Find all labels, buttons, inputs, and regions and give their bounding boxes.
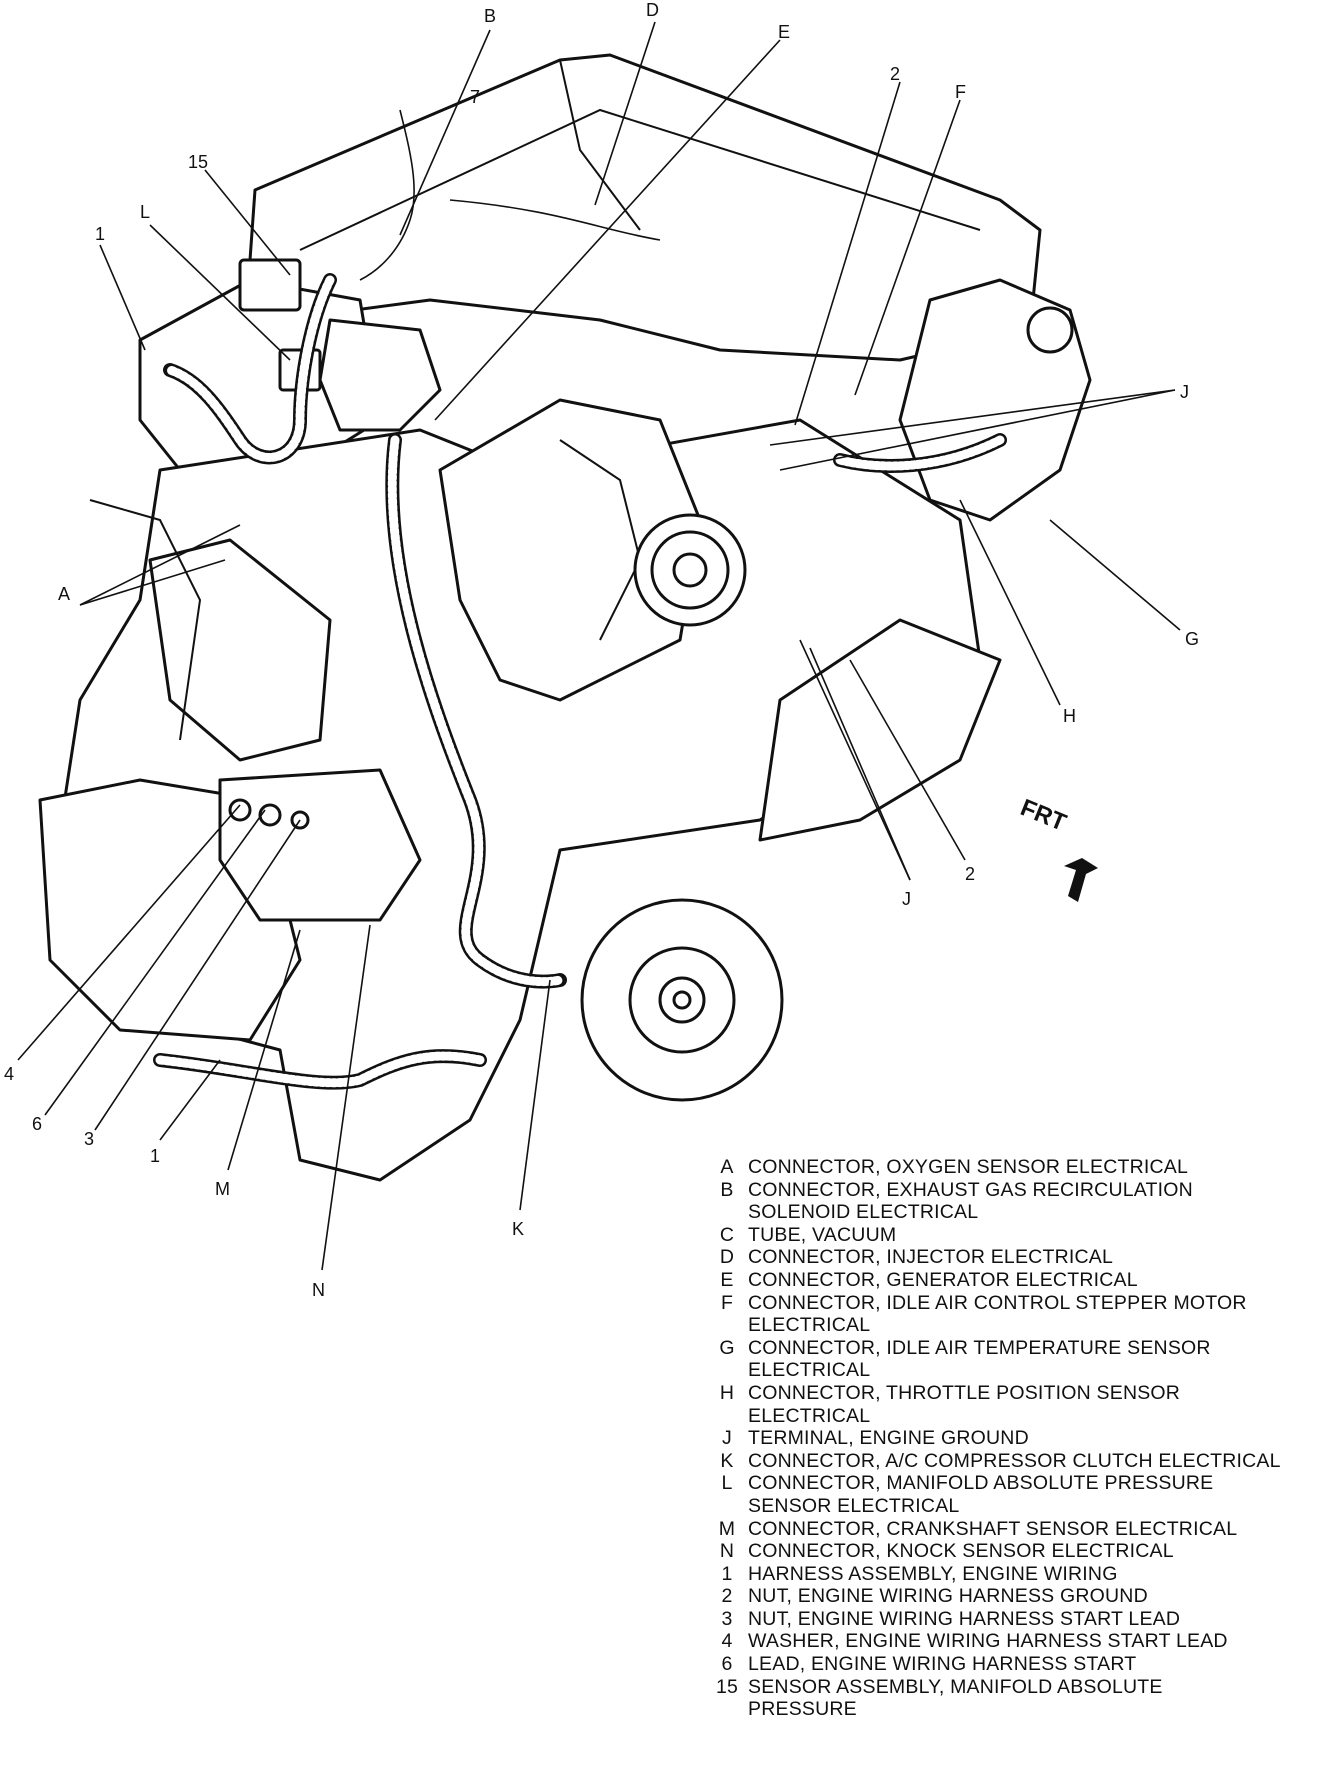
engine-illustration	[38, 53, 1098, 1182]
callout-1-bottom: 1	[150, 1146, 160, 1166]
legend-key: N	[719, 1540, 735, 1563]
legend-description: CONNECTOR, KNOCK SENSOR ELECTRICAL	[748, 1540, 1174, 1563]
legend-description: TERMINAL, ENGINE GROUND	[748, 1427, 1029, 1450]
egr-valve	[318, 318, 442, 432]
legend-key: 4	[721, 1630, 733, 1653]
legend-key: 3	[721, 1607, 733, 1630]
legend-key: E	[720, 1268, 734, 1291]
leader-lines	[17, 21, 1181, 1271]
legend-item: M CONNECTOR, CRANKSHAFT SENSOR ELECTRICAL	[706, 1518, 1336, 1541]
legend-item: C TUBE, VACUUM	[706, 1224, 1336, 1247]
legend-item: G CONNECTOR, IDLE AIR TEMPERATURE SENSOR …	[706, 1337, 1336, 1382]
legend-key: L	[721, 1472, 733, 1495]
ac-compressor	[580, 898, 784, 1102]
legend-item: B CONNECTOR, EXHAUST GAS RECIRCULATION SO…	[706, 1179, 1336, 1224]
legend-key: H	[719, 1381, 735, 1404]
legend-key: A	[720, 1156, 734, 1178]
legend-item: A CONNECTOR, OXYGEN SENSOR ELECTRICAL	[706, 1156, 1336, 1179]
callout-h: H	[1063, 706, 1076, 726]
legend-key: 6	[721, 1653, 733, 1676]
callout-d: D	[646, 0, 659, 20]
callout-2-bottom: 2	[965, 864, 975, 884]
legend-key: K	[720, 1449, 734, 1472]
callout-f: F	[955, 82, 966, 102]
legend-item: H CONNECTOR, THROTTLE POSITION SENSOR ELE…	[706, 1382, 1336, 1427]
legend-item: 15 SENSOR ASSEMBLY, MANIFOLD ABSOLUTE PRE…	[706, 1676, 1336, 1721]
legend-description: CONNECTOR, IDLE AIR CONTROL STEPPER MOTO…	[748, 1291, 1247, 1337]
legend-description: CONNECTOR, GENERATOR ELECTRICAL	[748, 1268, 1138, 1291]
legend-key: C	[719, 1223, 735, 1246]
callout-l: L	[140, 202, 150, 222]
legend-key: D	[719, 1246, 735, 1269]
legend-item: K CONNECTOR, A/C COMPRESSOR CLUTCH ELECTR…	[706, 1450, 1336, 1473]
callout-k: K	[512, 1219, 524, 1239]
wiring-harness	[153, 109, 1007, 1090]
callout-b: B	[484, 6, 496, 26]
legend-description: CONNECTOR, EXHAUST GAS RECIRCULATION SOL…	[748, 1178, 1193, 1224]
callout-e: E	[778, 22, 790, 42]
legend-description: CONNECTOR, THROTTLE POSITION SENSOR ELEC…	[748, 1381, 1181, 1427]
front-arrow-icon	[1064, 858, 1098, 902]
legend-description: CONNECTOR, INJECTOR ELECTRICAL	[748, 1246, 1113, 1269]
legend-key: J	[722, 1427, 732, 1450]
callout-a: A	[58, 584, 70, 604]
legend-description: CONNECTOR, A/C COMPRESSOR CLUTCH ELECTRI…	[748, 1449, 1281, 1472]
legend-description: SENSOR ASSEMBLY, MANIFOLD ABSOLUTE PRESS…	[748, 1675, 1163, 1721]
callout-3: 3	[84, 1129, 94, 1149]
legend-item: 4 WASHER, ENGINE WIRING HARNESS START LEA…	[706, 1630, 1336, 1653]
legend-key: G	[719, 1336, 735, 1359]
legend-item: 3 NUT, ENGINE WIRING HARNESS START LEAD	[706, 1608, 1336, 1631]
legend-item: E CONNECTOR, GENERATOR ELECTRICAL	[706, 1269, 1336, 1292]
legend-description: WASHER, ENGINE WIRING HARNESS START LEAD	[748, 1630, 1228, 1653]
starter	[218, 768, 422, 922]
legend-item: 2 NUT, ENGINE WIRING HARNESS GROUND	[706, 1585, 1336, 1608]
legend-key: 1	[721, 1562, 733, 1585]
exhaust-manifold	[148, 538, 332, 762]
callout-j-bottom: J	[902, 889, 911, 909]
legend-key: M	[718, 1517, 736, 1540]
legend-item: N CONNECTOR, KNOCK SENSOR ELECTRICAL	[706, 1540, 1336, 1563]
callout-g: G	[1185, 629, 1199, 649]
legend-item: D CONNECTOR, INJECTOR ELECTRICAL	[706, 1246, 1336, 1269]
callout-2-top: 2	[890, 64, 900, 84]
generator	[438, 398, 747, 702]
callout-7: 7	[470, 87, 480, 107]
legend-item: J TERMINAL, ENGINE GROUND	[706, 1427, 1336, 1450]
legend-item: L CONNECTOR, MANIFOLD ABSOLUTE PRESSURE S…	[706, 1472, 1336, 1517]
callout-15: 15	[188, 152, 208, 172]
legend-description: LEAD, ENGINE WIRING HARNESS START	[748, 1653, 1137, 1676]
legend-item: 1 HARNESS ASSEMBLY, ENGINE WIRING	[706, 1563, 1336, 1586]
legend-description: TUBE, VACUUM	[748, 1223, 897, 1246]
legend-description: CONNECTOR, CRANKSHAFT SENSOR ELECTRICAL	[748, 1517, 1238, 1540]
legend-description: CONNECTOR, IDLE AIR TEMPERATURE SENSOR E…	[748, 1336, 1211, 1382]
frt-label: FRT	[1017, 794, 1071, 837]
callout-4: 4	[4, 1064, 14, 1084]
callout-1-top: 1	[95, 224, 105, 244]
legend: A CONNECTOR, OXYGEN SENSOR ELECTRICAL B CON…	[706, 1156, 1336, 1721]
legend-description: CONNECTOR, OXYGEN SENSOR ELECTRICAL	[748, 1156, 1189, 1178]
legend-key: B	[720, 1178, 734, 1201]
callout-n: N	[312, 1280, 325, 1300]
legend-item: F CONNECTOR, IDLE AIR CONTROL STEPPER MOT…	[706, 1292, 1336, 1337]
legend-key: 15	[715, 1675, 739, 1698]
callout-j-top: J	[1180, 382, 1189, 402]
legend-key: F	[720, 1291, 734, 1314]
legend-description: CONNECTOR, MANIFOLD ABSOLUTE PRESSURE SE…	[748, 1472, 1214, 1517]
callout-m: M	[215, 1179, 230, 1199]
legend-description: HARNESS ASSEMBLY, ENGINE WIRING	[748, 1562, 1118, 1585]
legend-key: 2	[721, 1585, 733, 1608]
legend-description: NUT, ENGINE WIRING HARNESS START LEAD	[748, 1607, 1181, 1630]
callout-6: 6	[32, 1114, 42, 1134]
legend-item: 6 LEAD, ENGINE WIRING HARNESS START	[706, 1653, 1336, 1676]
legend-description: NUT, ENGINE WIRING HARNESS GROUND	[748, 1585, 1148, 1608]
